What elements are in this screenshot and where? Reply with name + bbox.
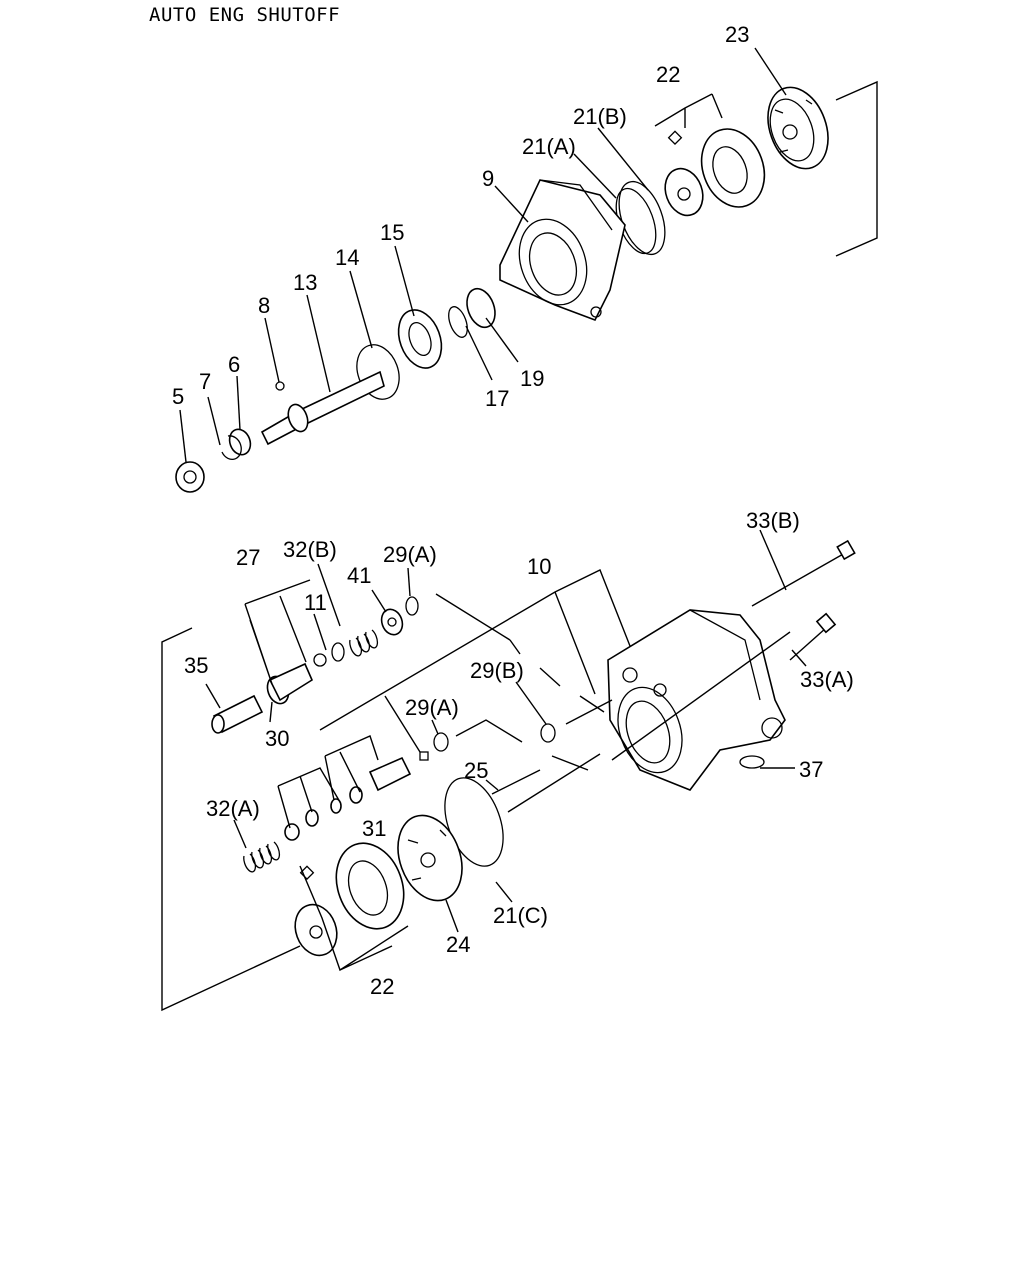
- part-29a-o-ring-upper: [405, 596, 419, 616]
- part-23-cover-plate: [767, 86, 829, 170]
- callout-29a-upper: 29(A): [383, 542, 437, 567]
- callout-10: 10: [527, 554, 551, 579]
- part-35-sleeve: [211, 694, 264, 734]
- dash-line-1: [435, 593, 605, 713]
- part-24-plate: [397, 814, 463, 902]
- callout-21c: 21(C): [493, 903, 548, 928]
- upper-group-bracket: [835, 80, 878, 257]
- callout-22-lower: 22: [370, 974, 394, 999]
- part-25-pin: [491, 769, 541, 795]
- part-30-valve: [266, 662, 314, 705]
- callout-30: 30: [265, 726, 289, 751]
- pin-axis-line: [507, 753, 601, 813]
- part-22-lower-leader: [299, 865, 409, 972]
- part-31-group-leader: [277, 735, 379, 829]
- part-9-housing: [499, 179, 626, 322]
- part-17-snap-ring: [448, 306, 468, 338]
- dash-line-2: [455, 719, 589, 771]
- part-27-group-leader: [244, 579, 311, 685]
- callout-21a: 21(A): [522, 134, 576, 159]
- callout-15: 15: [380, 220, 404, 245]
- callout-22-upper: 22: [656, 62, 680, 87]
- part-22-rotor-set-lower: [294, 842, 405, 957]
- callout-41: 41: [347, 563, 371, 588]
- part-7-clip: [221, 435, 242, 461]
- part-33a-bolt: [789, 612, 837, 661]
- part-8-key: [275, 381, 285, 391]
- callout-31: 31: [362, 816, 386, 841]
- callout-32b: 32(B): [283, 537, 337, 562]
- callout-29b: 29(B): [470, 658, 524, 683]
- bolt-axis-line: [611, 631, 791, 761]
- part-27-ball: [313, 653, 327, 667]
- callout-19: 19: [520, 366, 544, 391]
- part-10-group-leader: [319, 569, 631, 753]
- callout-9: 9: [482, 166, 494, 191]
- callout-17: 17: [485, 386, 509, 411]
- callout-7: 7: [199, 369, 211, 394]
- callout-13: 13: [293, 270, 317, 295]
- callout-27: 27: [236, 545, 260, 570]
- callout-8: 8: [258, 293, 270, 318]
- callout-11: 11: [304, 590, 327, 615]
- part-32a-spring: [243, 841, 281, 873]
- callout-23: 23: [725, 22, 749, 47]
- part-33b-bolt: [751, 539, 856, 607]
- part-22-rotor-set-upper: [664, 128, 766, 217]
- callout-33a: 33(A): [800, 667, 854, 692]
- part-29a-o-ring-lower: [433, 732, 449, 752]
- part-22-leader: [654, 93, 723, 128]
- part-29b-o-ring: [540, 723, 556, 743]
- callout-37: 37: [799, 757, 823, 782]
- part-32b-spring: [349, 629, 379, 657]
- callout-33b: 33(B): [746, 508, 800, 533]
- part-19-bushing: [466, 287, 496, 329]
- part-14-plate: [356, 344, 400, 400]
- callout-14: 14: [335, 245, 359, 270]
- part-13-shaft: [260, 370, 385, 446]
- part-15-bearing: [397, 309, 443, 369]
- callout-6: 6: [228, 352, 240, 377]
- diagram-title: AUTO ENG SHUTOFF: [149, 4, 341, 26]
- part-41-plug: [380, 608, 404, 636]
- callout-21b: 21(B): [573, 104, 627, 129]
- callout-24: 24: [446, 932, 470, 957]
- part-11-shim: [331, 642, 345, 662]
- callout-29a-lower: 29(A): [405, 695, 459, 720]
- callout-32a: 32(A): [206, 796, 260, 821]
- part-37-plug: [739, 755, 765, 769]
- dash-line-3: [565, 699, 613, 725]
- part-5-nut: [175, 461, 205, 493]
- callout-35: 35: [184, 653, 208, 678]
- callout-5: 5: [172, 384, 184, 409]
- callout-25: 25: [464, 758, 488, 783]
- lower-group-bracket: [161, 627, 301, 1012]
